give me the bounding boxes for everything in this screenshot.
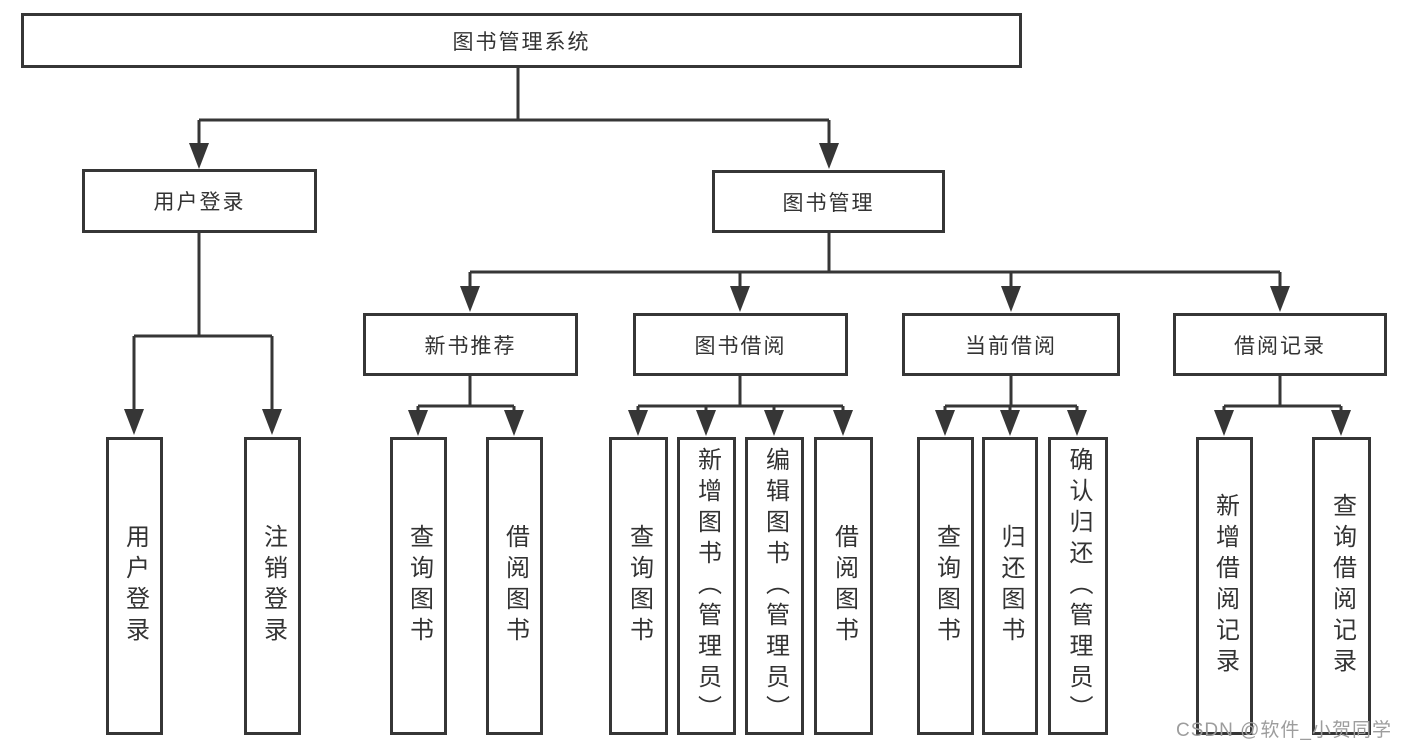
leaf-logout: 注销登录 <box>244 437 301 735</box>
leaf-query-books-current-label: 查询图书 <box>932 524 960 648</box>
leaf-add-book-admin-label: 新增图书（管理员） <box>693 446 721 726</box>
node-root: 图书管理系统 <box>21 13 1022 68</box>
leaf-return-books-label: 归还图书 <box>997 524 1024 648</box>
arrowheads <box>124 143 1351 436</box>
node-user-login-label: 用户登录 <box>153 191 246 214</box>
node-book-management: 图书管理 <box>712 170 945 233</box>
leaf-borrow-books-borrowing-label: 借阅图书 <box>830 524 858 648</box>
leaf-user-login: 用户登录 <box>106 437 163 735</box>
node-new-book-recommend: 新书推荐 <box>363 313 578 376</box>
node-borrow-records: 借阅记录 <box>1173 313 1387 376</box>
leaf-add-borrow-record: 新增借阅记录 <box>1196 437 1253 735</box>
leaf-add-book-admin: 新增图书（管理员） <box>677 437 736 735</box>
leaf-borrow-books-recommend: 借阅图书 <box>486 437 543 735</box>
leaf-edit-book-admin-label: 编辑图书（管理员） <box>761 446 789 726</box>
leaf-logout-label: 注销登录 <box>259 524 287 648</box>
leaf-query-books-borrowing: 查询图书 <box>609 437 668 735</box>
leaf-borrow-books-borrowing: 借阅图书 <box>814 437 873 735</box>
leaf-confirm-return-admin-label: 确认归还（管理员） <box>1065 446 1092 726</box>
leaf-query-books-borrowing-label: 查询图书 <box>625 524 653 648</box>
leaf-borrow-books-recommend-label: 借阅图书 <box>501 524 529 648</box>
node-current-borrowing: 当前借阅 <box>902 313 1120 376</box>
node-user-login: 用户登录 <box>82 169 317 233</box>
node-new-book-recommend-label: 新书推荐 <box>424 334 517 358</box>
leaf-query-borrow-record: 查询借阅记录 <box>1312 437 1371 735</box>
node-root-label: 图书管理系统 <box>452 30 591 54</box>
leaf-user-login-label: 用户登录 <box>121 524 149 648</box>
leaf-query-books-recommend-label: 查询图书 <box>405 524 433 648</box>
leaf-query-books-recommend: 查询图书 <box>390 437 447 735</box>
node-book-management-label: 图书管理 <box>782 191 875 215</box>
leaf-edit-book-admin: 编辑图书（管理员） <box>745 437 804 735</box>
node-borrow-records-label: 借阅记录 <box>1234 334 1326 358</box>
leaf-add-borrow-record-label: 新增借阅记录 <box>1211 493 1239 679</box>
leaf-query-books-current: 查询图书 <box>917 437 974 735</box>
node-current-borrowing-label: 当前借阅 <box>965 334 1057 358</box>
node-book-borrowing-label: 图书借阅 <box>694 334 787 358</box>
node-book-borrowing: 图书借阅 <box>633 313 848 376</box>
leaf-query-borrow-record-label: 查询借阅记录 <box>1328 493 1356 679</box>
leaf-return-books: 归还图书 <box>982 437 1038 735</box>
leaf-confirm-return-admin: 确认归还（管理员） <box>1048 437 1108 735</box>
csdn-watermark: CSDN @软件_小贺同学 <box>1176 720 1392 741</box>
